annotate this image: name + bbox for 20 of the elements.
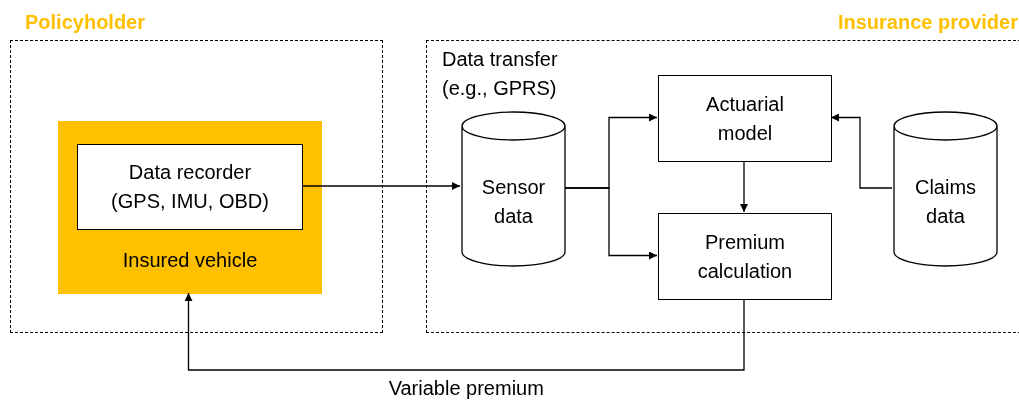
box-label: Premium calculation <box>696 229 794 284</box>
arrow <box>184 292 745 371</box>
vehicle-label: Insured vehicle <box>121 248 259 273</box>
vehicle-panel <box>58 121 322 294</box>
database-cylinder <box>893 111 998 267</box>
note-text: Data transfer (e.g., GPRS) <box>442 47 559 101</box>
database-cylinder <box>461 111 566 267</box>
arrow <box>740 160 748 213</box>
arrow <box>830 113 893 189</box>
arrow <box>564 187 658 260</box>
group-heading: Insurance provider <box>837 10 1018 35</box>
database-label: Sensor data <box>480 175 547 229</box>
process-box <box>77 144 303 230</box>
database-label: Claims data <box>913 175 978 229</box>
box-label: Actuarial model <box>705 91 785 146</box>
box-label: Data recorder (GPS, IMU, OBD) <box>110 160 270 214</box>
process-box <box>658 75 832 162</box>
group-heading: Policyholder <box>25 10 146 35</box>
arrow <box>301 182 461 190</box>
process-box <box>658 213 832 300</box>
